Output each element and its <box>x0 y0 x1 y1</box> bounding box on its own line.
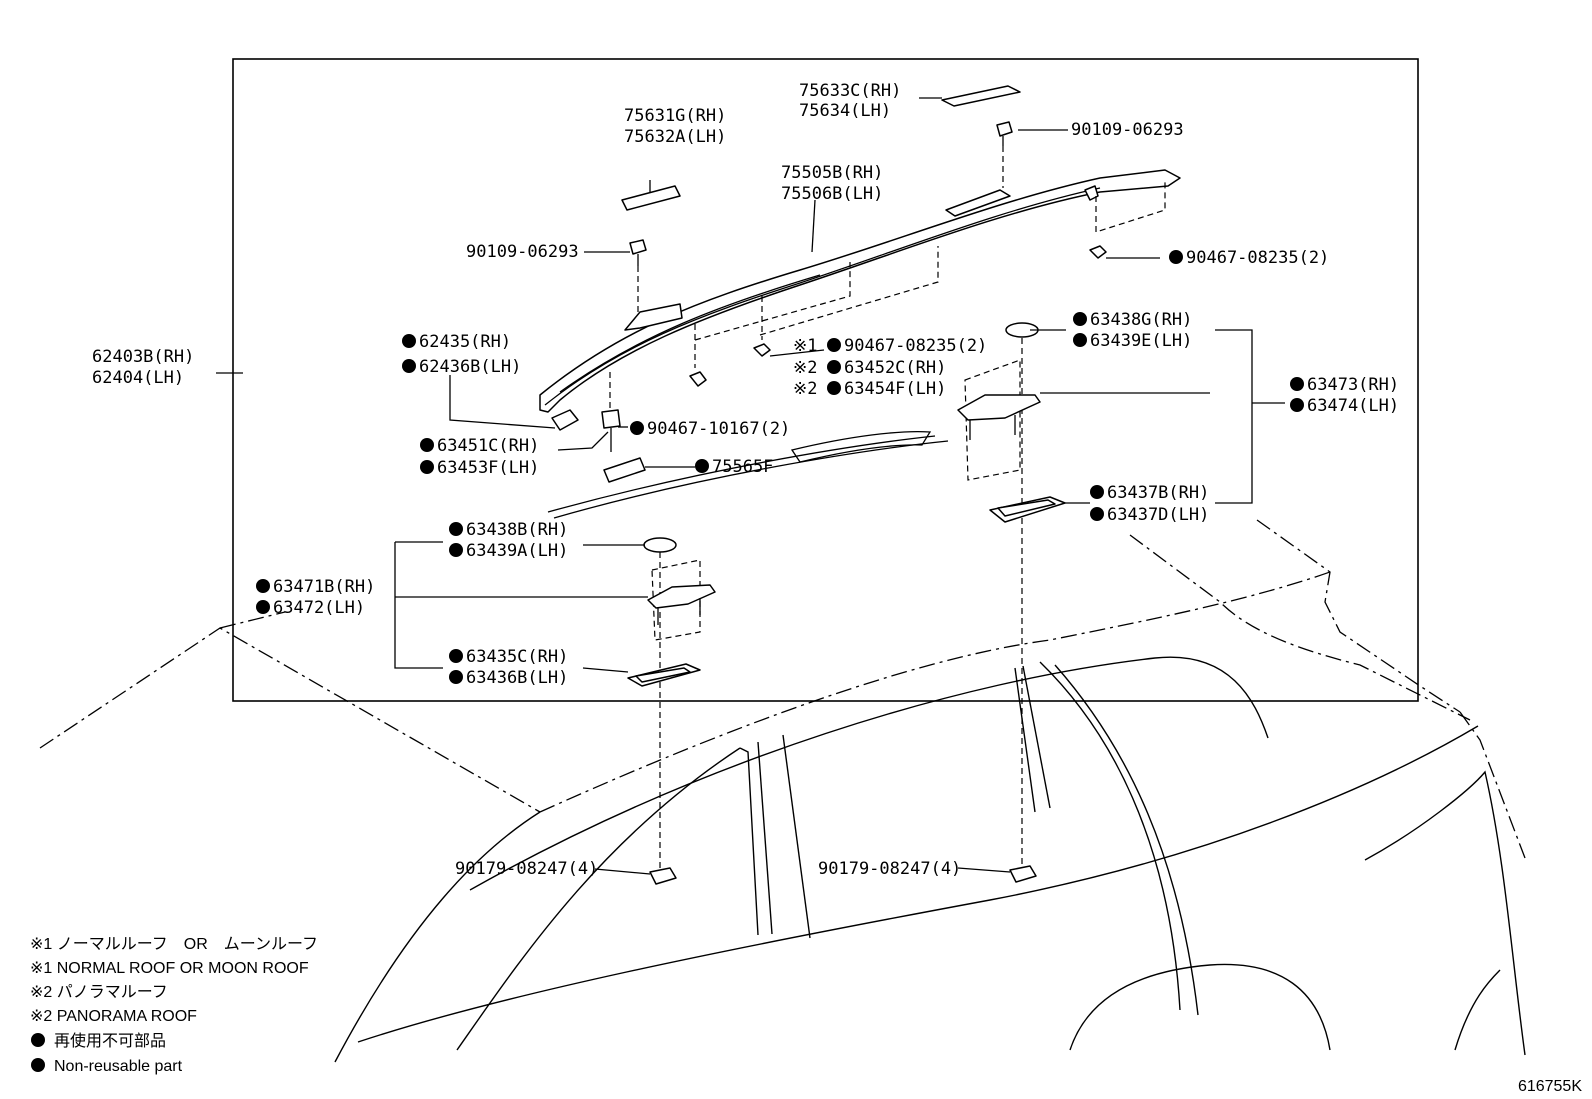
label-90179-left: 90179-08247(4) <box>455 859 598 879</box>
label-90109-front: 90109-06293 <box>466 242 579 262</box>
label-90179-right: 90179-08247(4) <box>818 859 961 879</box>
label-mark-1-mid: ※1 <box>793 336 817 356</box>
legend-dot-icon-1 <box>31 1033 45 1047</box>
label-75634: 75634(LH) <box>799 101 891 121</box>
legend-line-3: ※2 パノラマルーフ <box>30 984 168 1001</box>
label-75505b: 75505B(RH) <box>781 163 883 183</box>
label-90467-10167: 90467-10167(2) <box>647 419 790 439</box>
bracket-left-assembly <box>627 537 716 885</box>
label-75631g: 75631G(RH) <box>624 106 726 126</box>
clip-90467-10167 <box>689 246 939 387</box>
label-75633c: 75633C(RH) <box>799 81 901 101</box>
label-mark-2-63454f: ※2 <box>793 379 817 399</box>
label-90467-08235-rear: 90467-08235(2) <box>1186 248 1329 268</box>
label-62403b: 62403B(RH) <box>92 347 194 367</box>
label-63435c: 63435C(RH) <box>466 647 568 667</box>
label-62435: 62435(RH) <box>419 332 511 352</box>
bolt-63451c <box>601 372 621 452</box>
roof-rail <box>539 169 1181 413</box>
label-63436b: 63436B(LH) <box>466 668 568 688</box>
figure-id: 616755K <box>1518 1078 1582 1095</box>
label-mark-2-63452c: ※2 <box>793 358 817 378</box>
rail-end-cap-62435 <box>551 409 579 431</box>
legend: ※1 ノーマルルーフ OR ムーンルーフ ※1 NORMAL ROOF OR M… <box>30 936 318 1075</box>
label-63439a: 63439A(LH) <box>466 541 568 561</box>
nut-rear-90467 <box>1089 180 1166 259</box>
label-62404: 62404(LH) <box>92 368 184 388</box>
legend-dot-icon-2 <box>31 1058 45 1072</box>
label-90109-rear: 90109-06293 <box>1071 120 1184 140</box>
label-63473: 63473(RH) <box>1307 375 1399 395</box>
leader-lines <box>216 97 1285 875</box>
label-63439e: 63439E(LH) <box>1090 331 1192 351</box>
label-63437d: 63437D(LH) <box>1107 505 1209 525</box>
part-labels: 75633C(RH) 75634(LH) 90109-06293 75631G(… <box>92 81 1399 879</box>
legend-line-5: 再使用不可部品 <box>54 1032 166 1050</box>
rail-end-cover-front <box>621 185 681 211</box>
label-63438b: 63438B(RH) <box>466 520 568 540</box>
label-62436b: 62436B(LH) <box>419 357 521 377</box>
label-63437b: 63437B(RH) <box>1107 483 1209 503</box>
label-63474: 63474(LH) <box>1307 396 1399 416</box>
label-63438g: 63438G(RH) <box>1090 310 1192 330</box>
assembly-frame <box>232 58 1419 702</box>
label-75565f: 75565F <box>712 457 773 477</box>
legend-line-2: ※1 NORMAL ROOF OR MOON ROOF <box>30 960 309 977</box>
label-63472: 63472(LH) <box>273 598 365 618</box>
label-63453f: 63453F(LH) <box>437 458 539 478</box>
label-75506b: 75506B(LH) <box>781 184 883 204</box>
bolt-rear-90109 <box>996 121 1013 188</box>
bolt-front-90109 <box>629 239 647 312</box>
label-75632a: 75632A(LH) <box>624 127 726 147</box>
legend-line-6: Non-reusable part <box>54 1058 183 1075</box>
legend-line-1: ※1 ノーマルルーフ OR ムーンルーフ <box>30 936 318 953</box>
rail-end-cover-rear <box>941 85 1021 107</box>
label-63451c: 63451C(RH) <box>437 436 539 456</box>
legend-line-4: ※2 PANORAMA ROOF <box>30 1008 197 1025</box>
label-63452c: 63452C(RH) <box>844 358 946 378</box>
roof-molding <box>547 431 949 519</box>
bracket-right-assembly <box>957 322 1066 883</box>
label-63471b: 63471B(RH) <box>273 577 375 597</box>
label-63454f: 63454F(LH) <box>844 379 946 399</box>
pad-75565f <box>603 457 646 483</box>
nut-mid-90467 <box>694 262 851 357</box>
label-90467-08235-mid: 90467-08235(2) <box>844 336 987 356</box>
